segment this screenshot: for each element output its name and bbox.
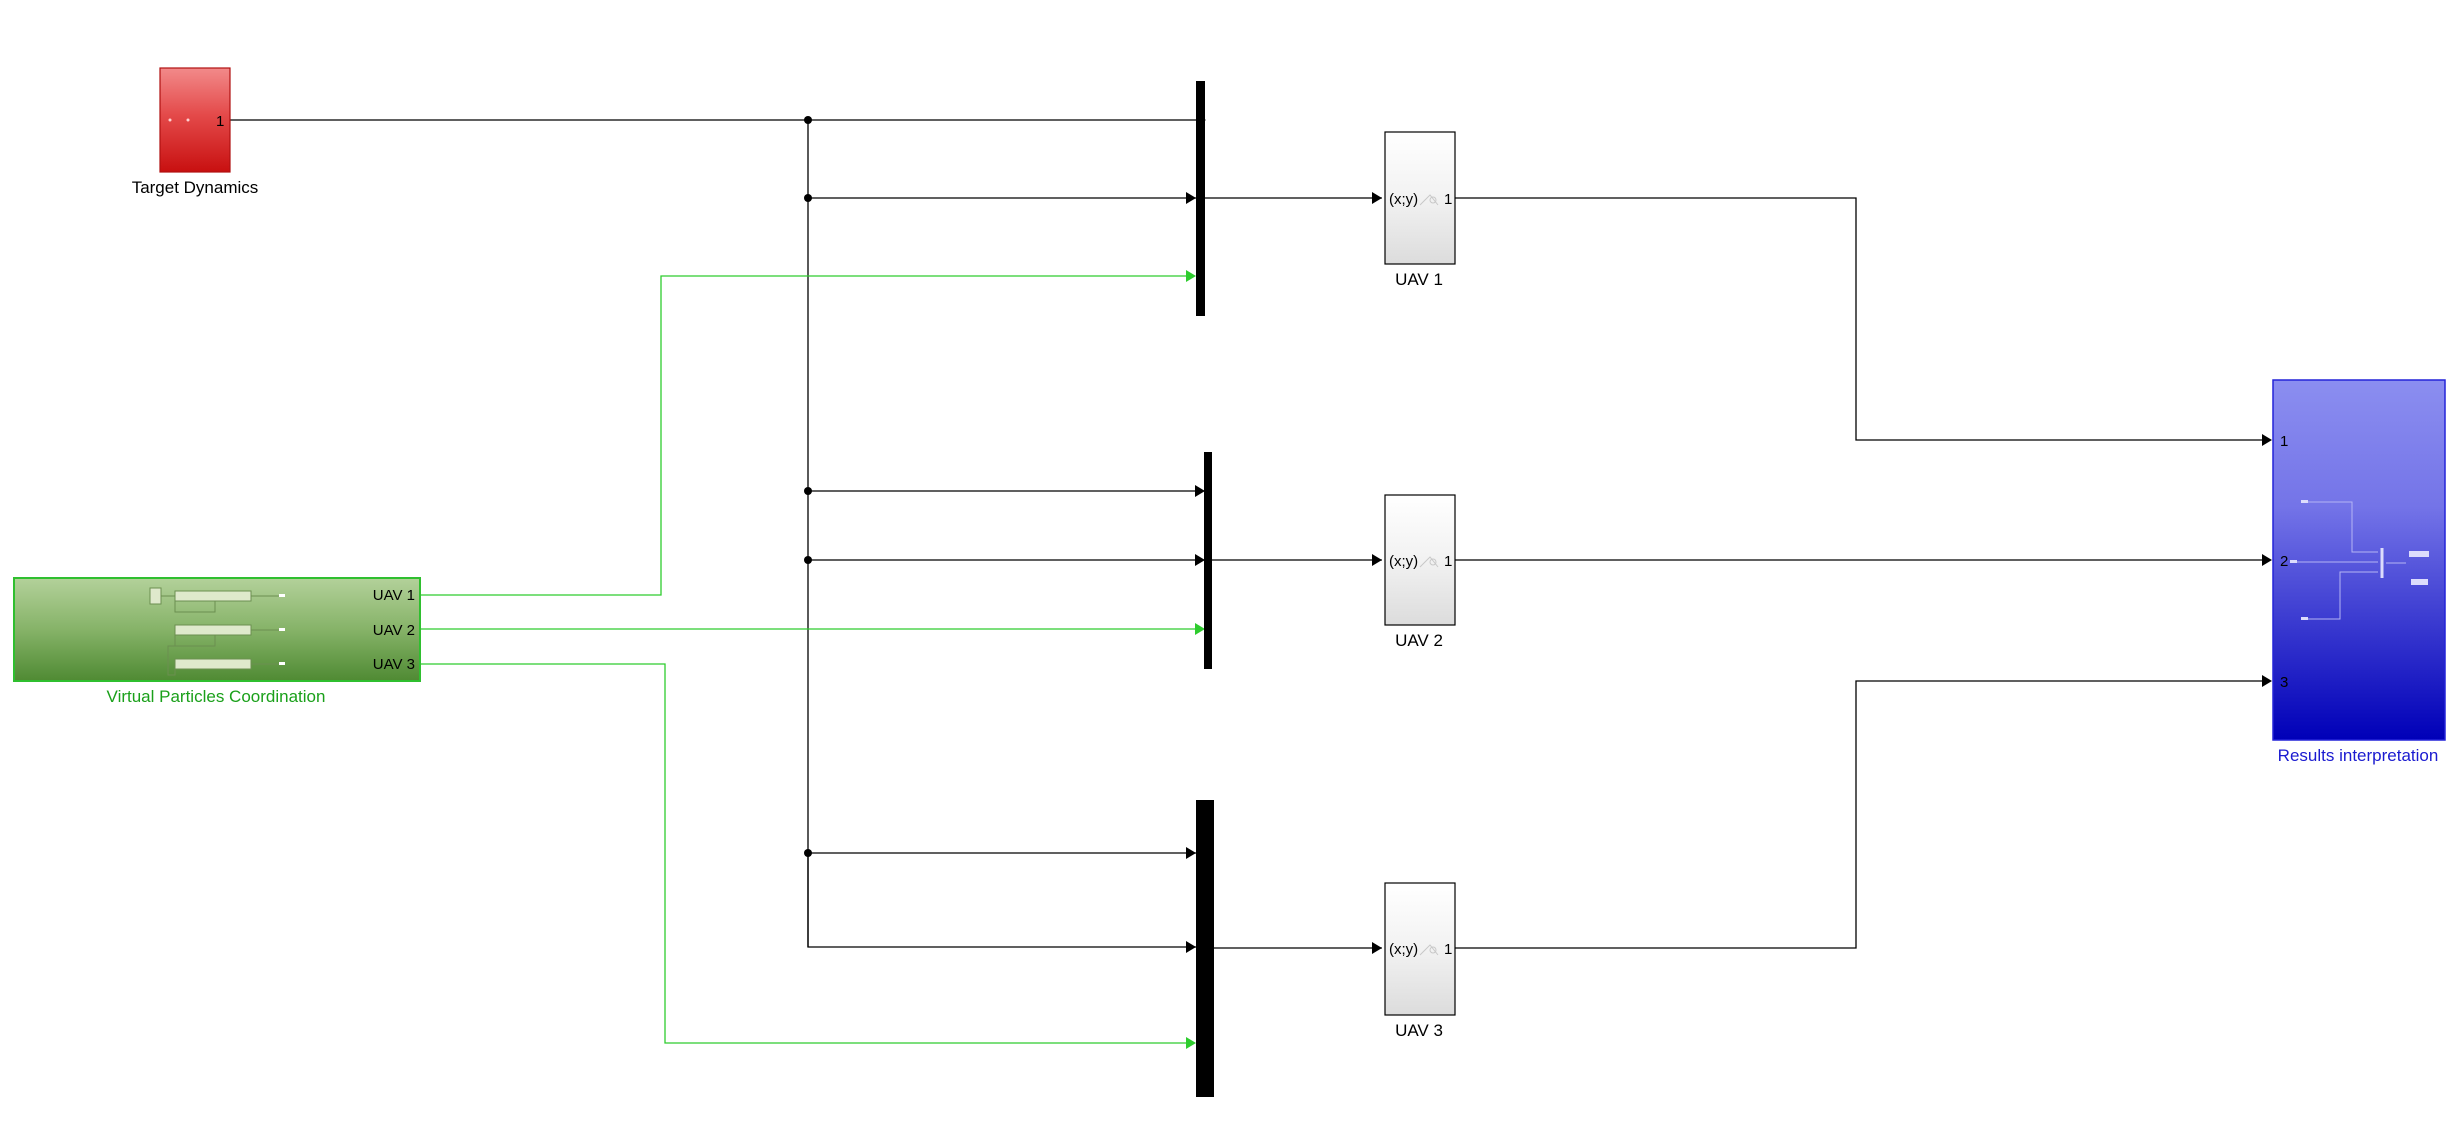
virtual-particles-port-uav2: UAV 2 [373, 622, 415, 639]
virtual-particles-block[interactable]: UAV 1 UAV 2 UAV 3 Virtual Particles Coor… [13, 577, 421, 706]
uav2-in-port-label: (x;y) [1389, 553, 1418, 570]
branch-points [804, 116, 812, 857]
black-arrowheads [1186, 114, 2272, 954]
target-dynamics-block[interactable]: 1 Target Dynamics [132, 67, 259, 197]
green-arrowheads [1186, 270, 1205, 1049]
target-dynamics-name: Target Dynamics [132, 178, 259, 197]
uav1-in-port-label: (x;y) [1389, 191, 1418, 208]
uav1-block[interactable]: (x;y) 1 UAV 1 [1384, 131, 1456, 289]
virtual-particles-port-uav1: UAV 1 [373, 587, 415, 604]
uav2-out-port-label: 1 [1444, 553, 1452, 570]
uav3-name: UAV 3 [1395, 1021, 1443, 1040]
signal-target-to-mux3-in2[interactable] [807, 853, 1196, 948]
target-dynamics-out-port-label: 1 [216, 113, 224, 130]
virtual-particles-name: Virtual Particles Coordination [107, 687, 326, 706]
mux-1[interactable] [1196, 81, 1205, 316]
results-in-port-3: 3 [2280, 674, 2288, 691]
uav2-icon [1419, 556, 1439, 568]
uav1-icon [1419, 194, 1439, 206]
mux-2[interactable] [1204, 452, 1212, 669]
uav3-out-port-label: 1 [1444, 941, 1452, 958]
uav2-block[interactable]: (x;y) 1 UAV 2 [1384, 494, 1456, 650]
mux-3[interactable] [1196, 800, 1214, 1097]
signal-vp-uav3-to-mux3[interactable] [420, 663, 1190, 1044]
uav1-name: UAV 1 [1395, 270, 1443, 289]
results-inner-diagram [2290, 500, 2429, 620]
signal-uav1-to-results[interactable] [1455, 197, 2265, 441]
virtual-particles-port-uav3: UAV 3 [373, 656, 415, 673]
target-signal-lines [230, 119, 2265, 949]
virtual-particle-signal-lines [420, 275, 1199, 1044]
uav2-name: UAV 2 [1395, 631, 1443, 650]
virtual-particles-inner-diagram [149, 587, 285, 676]
uav3-block[interactable]: (x;y) 1 UAV 3 [1384, 882, 1456, 1040]
uav3-icon [1419, 944, 1439, 956]
results-in-port-2: 2 [2280, 553, 2288, 570]
signal-vp-uav1-to-mux1[interactable] [420, 275, 1190, 596]
uav3-in-port-label: (x;y) [1389, 941, 1418, 958]
results-in-port-1: 1 [2280, 433, 2288, 450]
results-interpretation-block[interactable]: 1 2 3 Results interpretation [2272, 379, 2446, 765]
uav1-out-port-label: 1 [1444, 191, 1452, 208]
signal-uav3-to-results[interactable] [1455, 680, 2265, 949]
results-interpretation-name: Results interpretation [2278, 746, 2439, 765]
